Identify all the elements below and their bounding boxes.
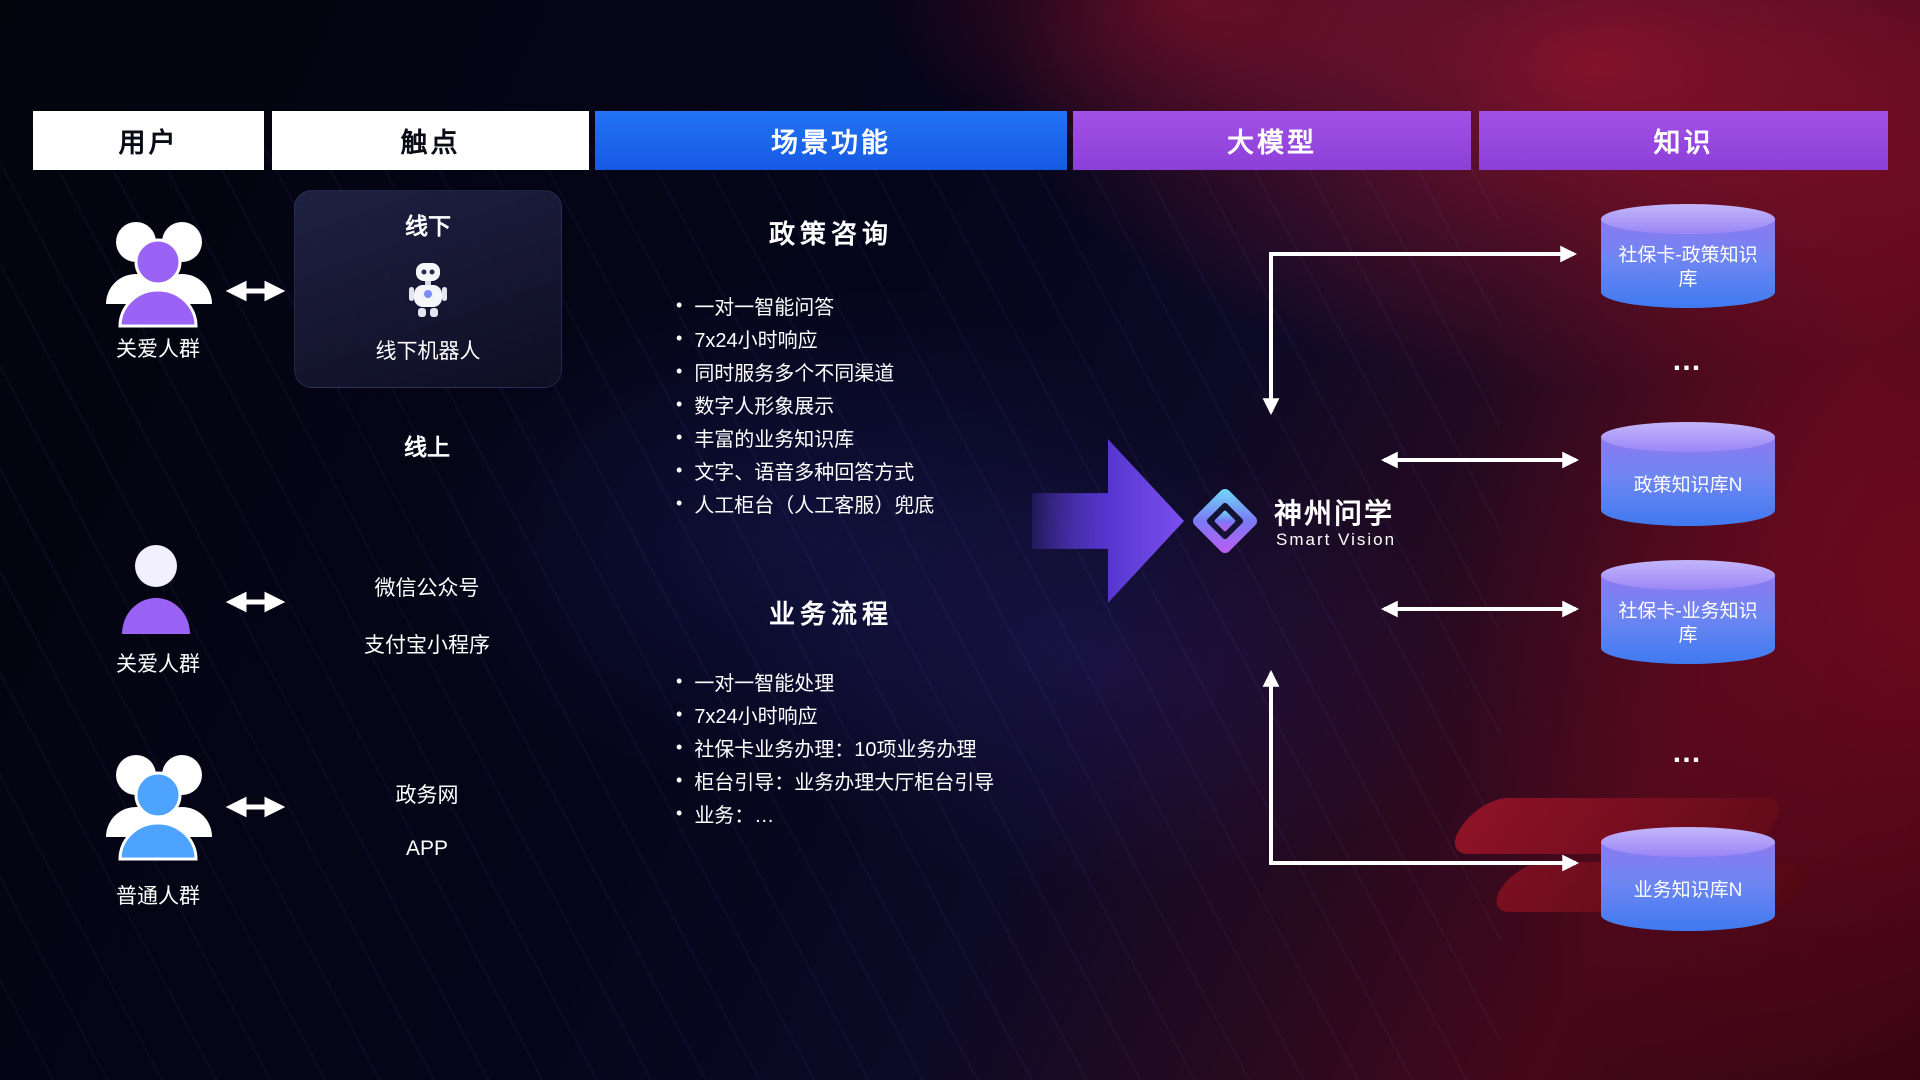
kb-label: 社保卡-业务知识库 (1618, 600, 1758, 646)
list-item: 7x24小时响应 (676, 322, 934, 355)
header-users: 用户 (33, 111, 264, 170)
list-item: 7x24小时响应 (676, 698, 994, 731)
header-large-model-label: 大模型 (1227, 128, 1317, 158)
policy-consulting-feature-list: 一对一智能问答 7x24小时响应 同时服务多个不同渠道 数字人形象展示 丰富的业… (676, 289, 934, 520)
header-users-label: 用户 (118, 128, 179, 158)
knowledge-base-cylinder: 社保卡-政策知识库 (1601, 204, 1775, 308)
header-scene-functions: 场景功能 (595, 111, 1067, 170)
cylinder-top (1601, 560, 1775, 590)
flow-arrow-to-model (1032, 439, 1184, 603)
user-label-care-group-2: 关爱人群 (116, 653, 200, 676)
touchpoint-wechat: 微信公众号 (374, 577, 480, 600)
user-label-ordinary-group: 普通人群 (116, 885, 200, 908)
group-people-icon (96, 745, 220, 861)
business-process-feature-list: 一对一智能处理 7x24小时响应 社保卡业务办理：10项业务办理 柜台引导：业务… (676, 665, 994, 830)
knowledge-ellipsis: … (1671, 736, 1705, 769)
cylinder-top (1601, 827, 1775, 857)
cylinder-top (1601, 422, 1775, 452)
list-item: 人工柜台（人工客服）兜底 (676, 487, 934, 520)
list-item: 一对一智能处理 (676, 665, 994, 698)
scene-title-business-process: 业务流程 (768, 599, 893, 629)
list-item: 文字、语音多种回答方式 (676, 454, 934, 487)
offline-robot-label: 线下机器人 (375, 340, 481, 363)
kb-label: 社保卡-政策知识库 (1618, 244, 1758, 290)
knowledge-base-cylinder: 社保卡-业务知识库 (1601, 560, 1775, 664)
online-title: 线上 (404, 434, 450, 460)
knowledge-base-cylinder: 业务知识库N (1601, 827, 1775, 931)
robot-icon (408, 261, 448, 319)
header-touchpoints: 触点 (272, 111, 589, 170)
touchpoint-alipay-miniprogram: 支付宝小程序 (364, 634, 490, 657)
model-subtitle: Smart Vision (1276, 530, 1397, 549)
list-item: 丰富的业务知识库 (676, 421, 934, 454)
list-item: 业务：… (676, 797, 994, 830)
smart-vision-logo-icon (1186, 482, 1264, 560)
list-item: 同时服务多个不同渠道 (676, 355, 934, 388)
offline-title: 线下 (405, 213, 451, 239)
header-touchpoints-label: 触点 (400, 128, 461, 158)
list-item: 一对一智能问答 (676, 289, 934, 322)
list-item: 柜台引导：业务办理大厅柜台引导 (676, 764, 994, 797)
offline-touchpoint-card: 线下 线下机器人 (294, 190, 562, 388)
user-label-care-group-1: 关爱人群 (116, 338, 200, 361)
list-item: 社保卡业务办理：10项业务办理 (676, 731, 994, 764)
header-scene-functions-label: 场景功能 (771, 128, 891, 158)
cylinder-top (1601, 204, 1775, 234)
header-knowledge: 知识 (1479, 111, 1888, 170)
model-name: 神州问学 (1274, 498, 1395, 529)
touchpoint-app: APP (405, 837, 449, 860)
list-item: 数字人形象展示 (676, 388, 934, 421)
kb-label: 政策知识库N (1633, 474, 1743, 496)
header-large-model: 大模型 (1073, 111, 1471, 170)
knowledge-ellipsis: … (1671, 344, 1705, 377)
knowledge-base-cylinder: 政策知识库N (1601, 422, 1775, 526)
group-people-icon (96, 212, 220, 328)
person-icon (118, 542, 194, 634)
scene-title-policy-consulting: 政策咨询 (768, 219, 893, 249)
touchpoint-gov-web: 政务网 (395, 784, 459, 807)
kb-label: 业务知识库N (1633, 879, 1743, 901)
kb-label-policy-n: 政策知识库N (1601, 437, 1775, 526)
header-knowledge-label: 知识 (1653, 128, 1714, 158)
